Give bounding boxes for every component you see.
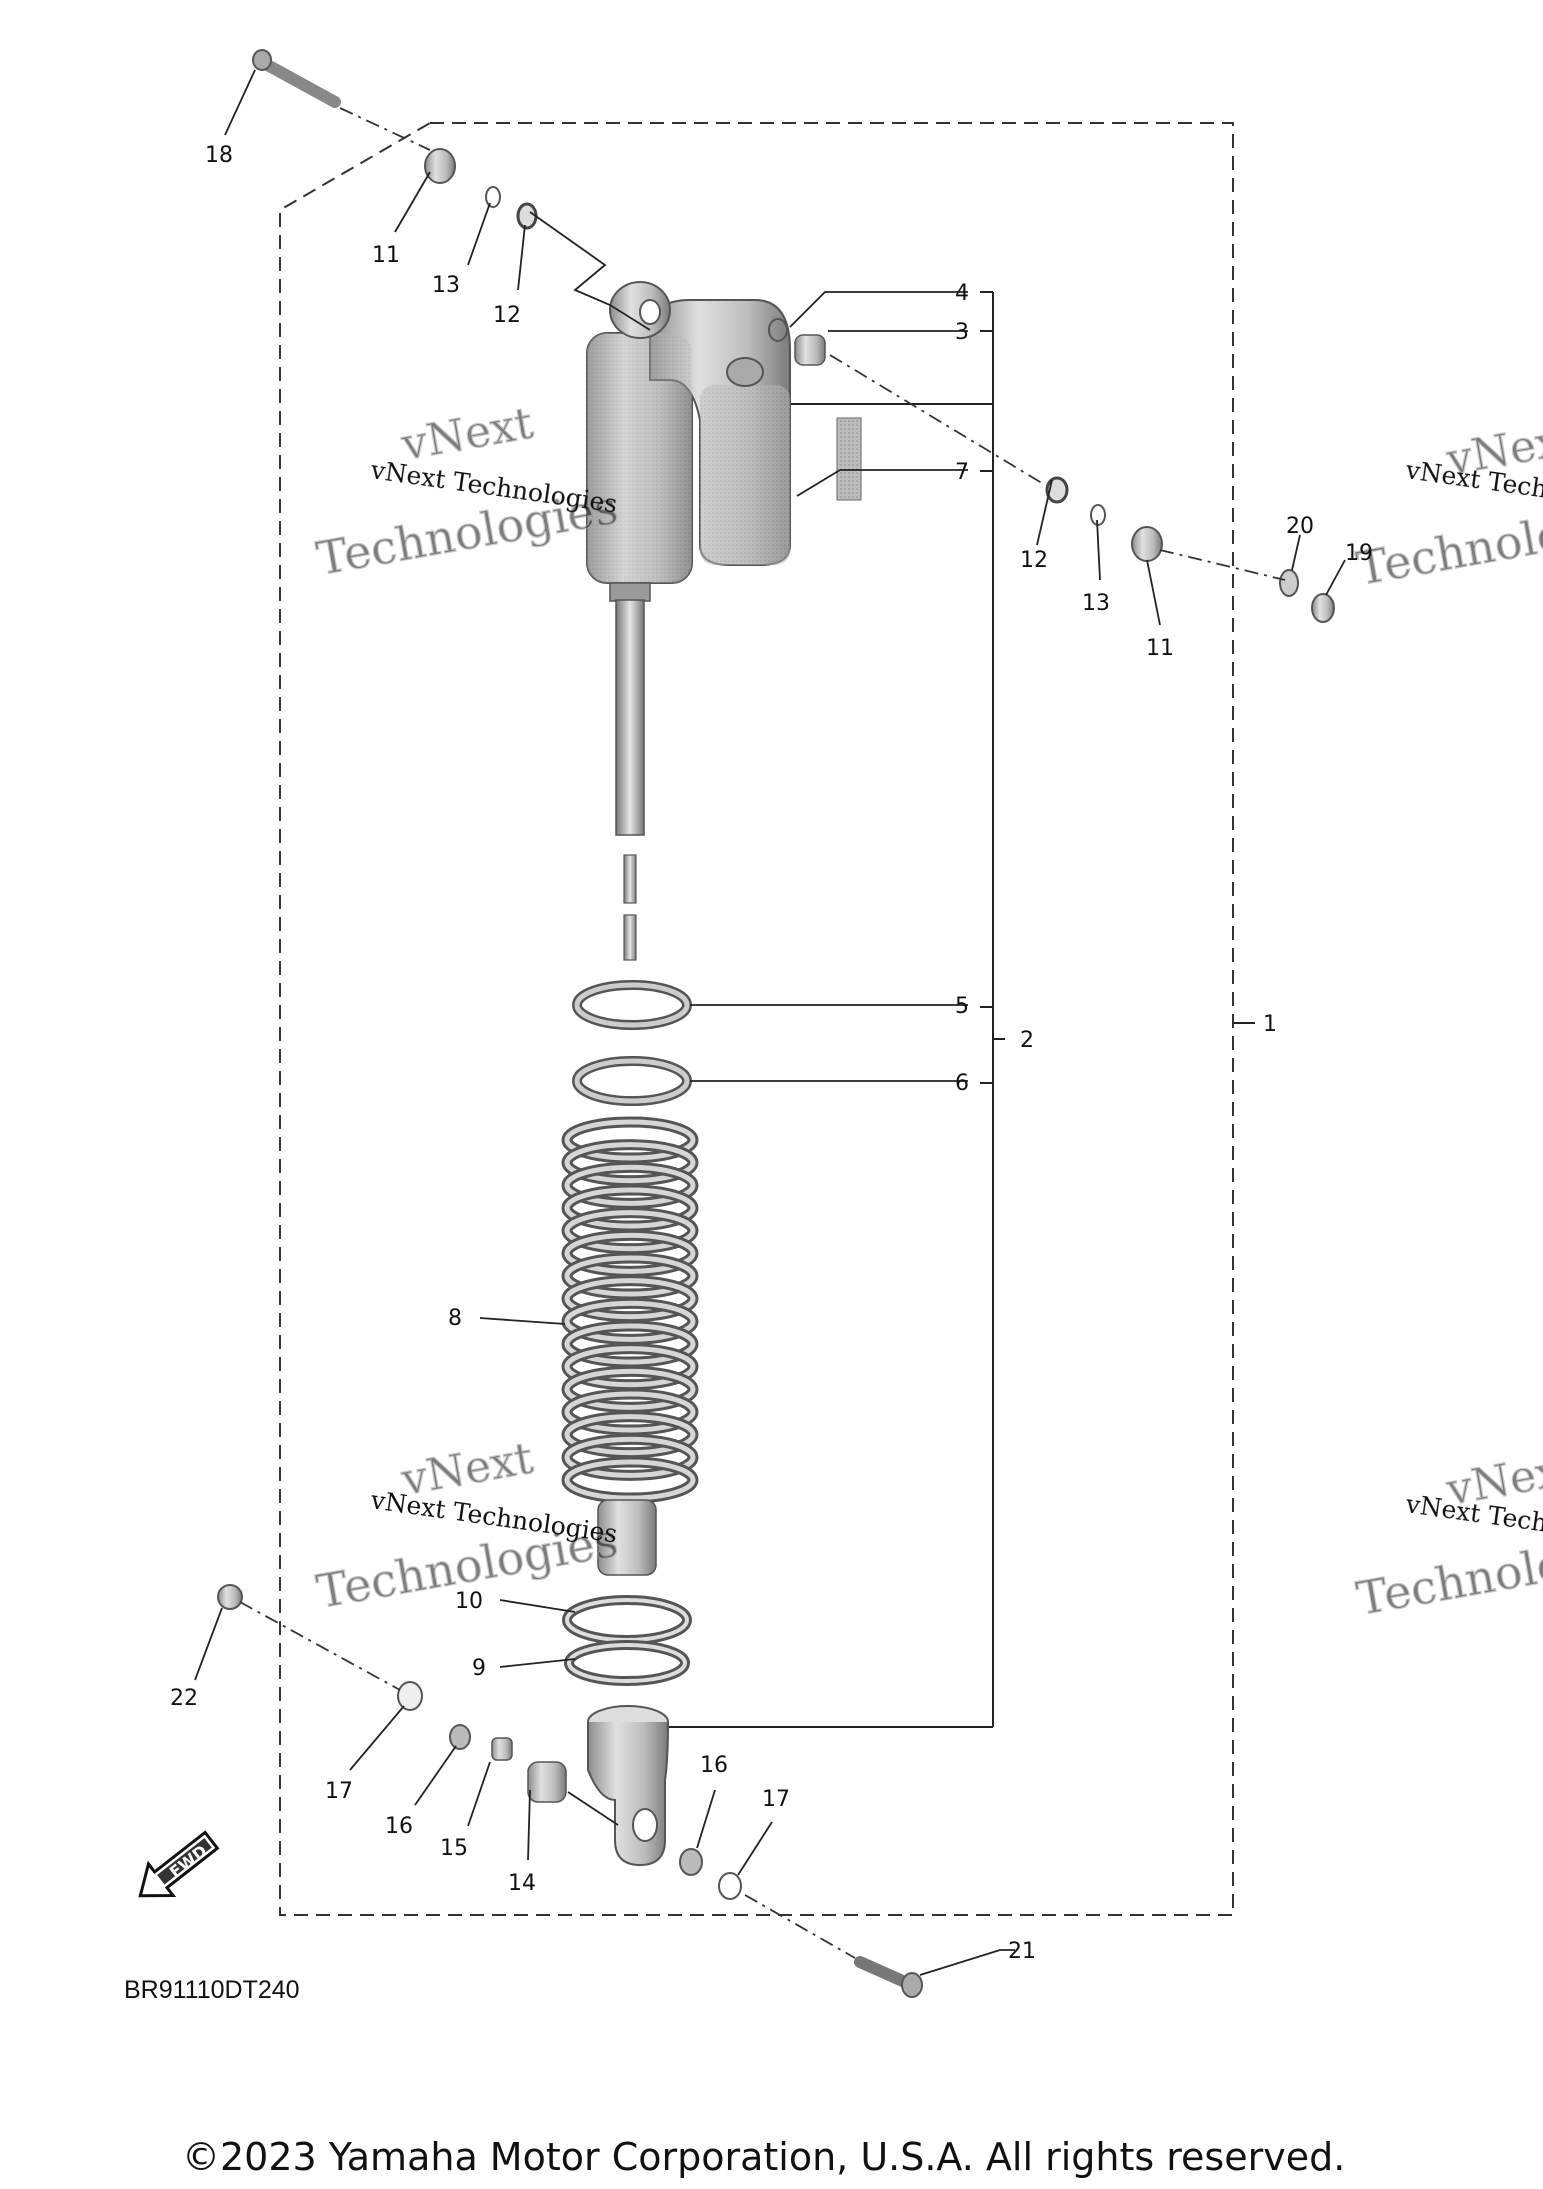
ring-nut-6 [572, 1056, 692, 1106]
spring-coil-highlight [564, 1278, 696, 1320]
callouts: 1 2 3 4 5 6 7 8 9 10 11 11 12 12 13 13 1… [170, 143, 1373, 1964]
assembly-boundary-dashed [279, 122, 1234, 1916]
callout-14: 14 [508, 1871, 536, 1896]
alignment-lines [239, 354, 1286, 1959]
callout-17b: 17 [762, 1787, 790, 1812]
shock-absorber-body [586, 281, 791, 961]
callout-11b: 11 [1146, 636, 1174, 661]
coil-spring-8 [561, 1116, 699, 1504]
spring-coil-highlight [564, 1391, 696, 1433]
callout-20: 20 [1286, 514, 1314, 539]
spring-coil-highlight [564, 1255, 696, 1297]
spring-coil-highlight [564, 1368, 696, 1410]
lower-mount-parts [217, 1499, 923, 1998]
leader-18-dashed [339, 107, 431, 151]
callout-12b: 12 [1020, 548, 1048, 573]
callout-5: 5 [955, 994, 969, 1019]
spring-coil-highlight [564, 1164, 696, 1206]
callout-11a: 11 [372, 243, 400, 268]
callout-19: 19 [1345, 541, 1373, 566]
watermark-tech-right-bottom: Technologies [1353, 1520, 1543, 1626]
spring-coil-highlight [564, 1459, 696, 1501]
callout-13b: 13 [1082, 591, 1110, 616]
watermark-tech-right-top: Technologies [1353, 490, 1543, 596]
callout-9: 9 [472, 1656, 486, 1681]
spring-coil-highlight [564, 1210, 696, 1252]
callout-18: 18 [205, 143, 233, 168]
label-sticker-7 [836, 417, 862, 501]
fwd-arrow-icon: FWD [138, 1830, 220, 1898]
spring-coil-highlight [564, 1323, 696, 1365]
callout-13a: 13 [432, 273, 460, 298]
callout-2: 2 [1020, 1028, 1034, 1053]
callout-8: 8 [448, 1306, 462, 1331]
spring-coil-highlight [564, 1232, 696, 1274]
callout-6: 6 [955, 1071, 969, 1096]
callout-16a: 16 [385, 1814, 413, 1839]
spring-coil-highlight [564, 1414, 696, 1456]
spring-coil-highlight [564, 1142, 696, 1184]
callout-1: 1 [1263, 1012, 1277, 1037]
ring-nut-5 [572, 980, 692, 1030]
copyright-notice: ©2023 Yamaha Motor Corporation, U.S.A. A… [182, 2135, 1346, 2179]
callout-7: 7 [955, 460, 969, 485]
callout-10: 10 [455, 1589, 483, 1614]
callout-17a: 17 [325, 1779, 353, 1804]
spring-coil-highlight [564, 1436, 696, 1478]
watermarks: vNext Technologies vNext Technologies vN… [312, 397, 1543, 1626]
callout-15: 15 [440, 1836, 468, 1861]
spring-coil-highlight [564, 1300, 696, 1342]
callout-4: 4 [955, 281, 969, 306]
callout-16b: 16 [700, 1753, 728, 1778]
bracket-group-2 [665, 291, 1005, 1728]
callout-22: 22 [170, 1686, 198, 1711]
spring-coil-highlight [564, 1346, 696, 1388]
callout-12a: 12 [493, 303, 521, 328]
spring-coil-highlight [564, 1119, 696, 1161]
watermark-vnext-top: vNext [397, 398, 537, 471]
callout-21: 21 [1008, 1939, 1036, 1964]
spring-coil-highlight [564, 1187, 696, 1229]
callout-3: 3 [955, 320, 969, 345]
upper-mount-hardware [252, 49, 1335, 623]
catalog-code: BR91110DT240 [124, 1976, 300, 2004]
leader-lines [194, 69, 1346, 1976]
